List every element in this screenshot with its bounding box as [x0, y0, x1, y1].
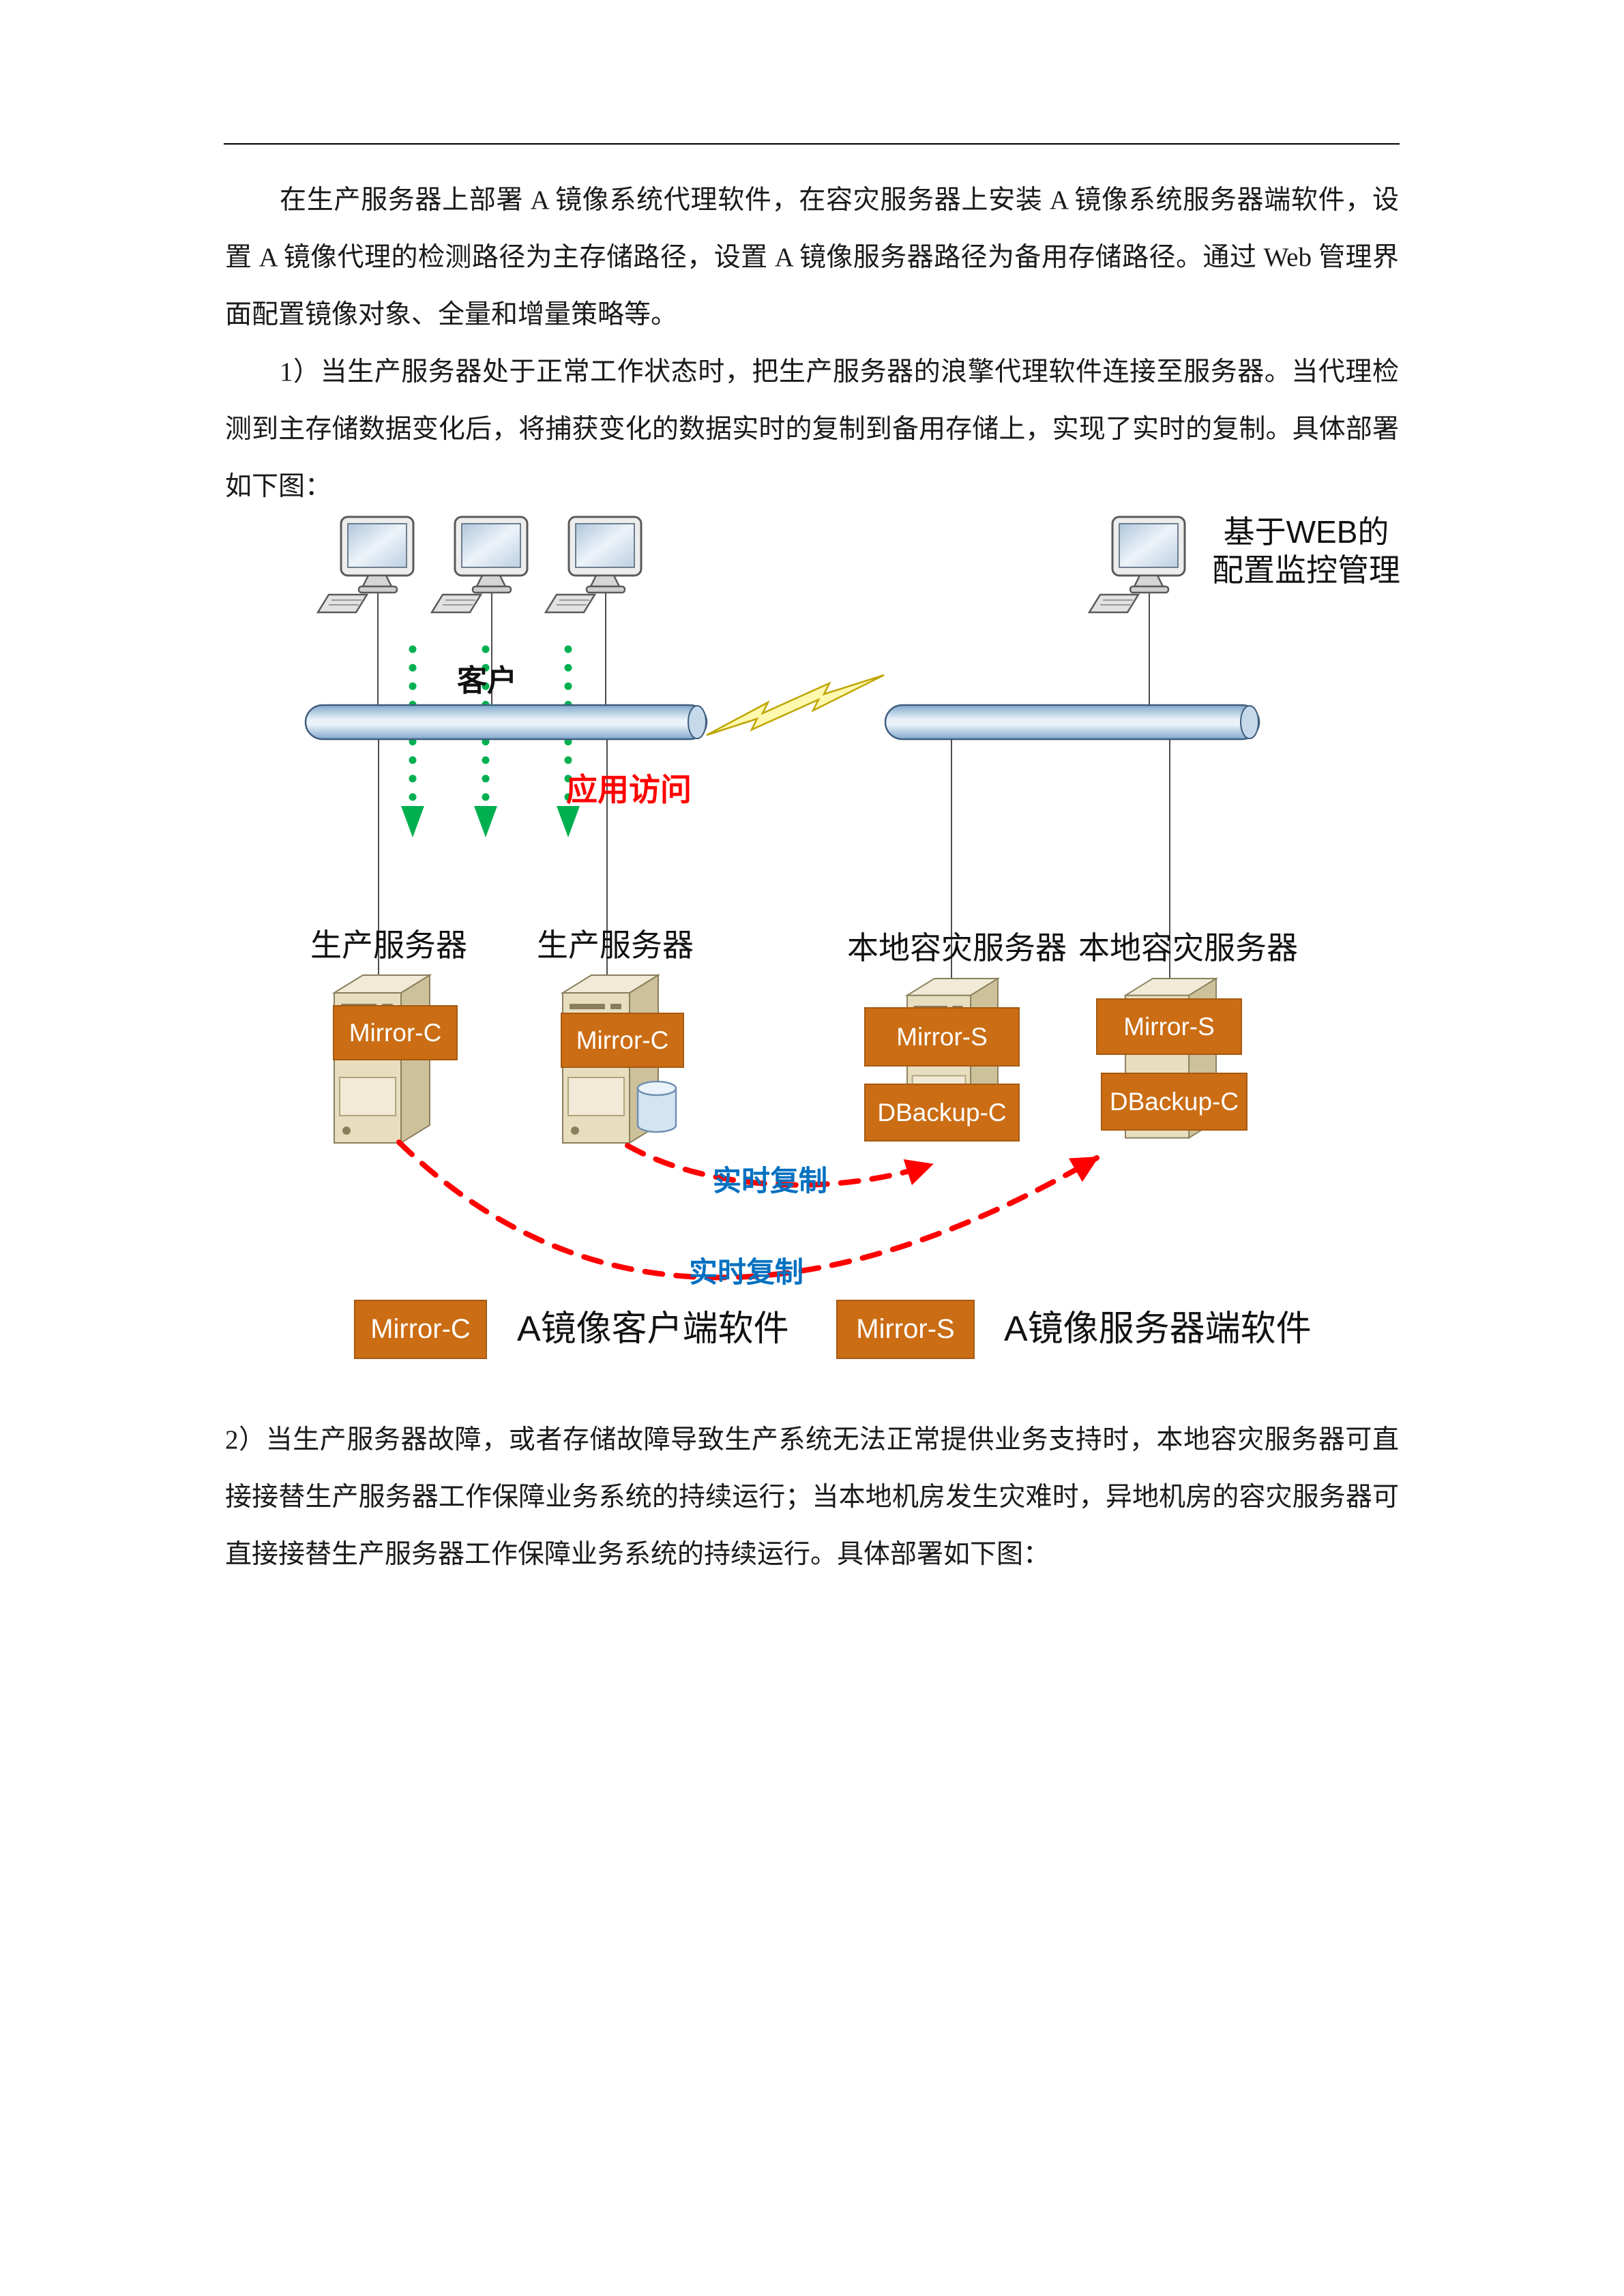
app-access-arrow-3: [557, 645, 580, 837]
client-pc-icon-1: [316, 516, 415, 614]
dr-server-label-2: 本地容灾服务器: [1078, 930, 1298, 966]
realtime-copy-label-2: 实时复制: [689, 1256, 804, 1288]
app-access-arrow-2: [474, 645, 497, 837]
body-paragraph-3: 2）当生产服务器故障，或者存储故障导致生产系统无法正常提供业务支持时，本地容灾服…: [225, 1425, 1399, 1569]
deployment-diagram-canvas: [304, 516, 1260, 1281]
header-rule: [224, 143, 1400, 145]
body-paragraph-1: 在生产服务器上部署 A 镜像系统代理软件，在容灾服务器上安装 A 镜像系统服务器…: [225, 185, 1399, 329]
web-management-label-line1: 基于WEB的: [1223, 514, 1389, 550]
mirror-s-box-1: Mirror-S: [864, 1007, 1020, 1067]
legend-mirror-s-box: Mirror-S: [836, 1300, 975, 1359]
web-management-pc-icon: [1088, 516, 1186, 614]
web-management-label-line2: 配置监控管理: [1212, 552, 1400, 588]
clients-label: 客户: [457, 664, 517, 698]
connector-lines: [377, 592, 1170, 985]
client-pc-icon-2: [430, 516, 529, 614]
replication-arrow-1: [625, 1143, 934, 1188]
database-cylinder-icon: [636, 1080, 677, 1133]
legend-server-desc: A镜像服务器端软件: [1004, 1309, 1312, 1349]
dbackup-c-box-1: DBackup-C: [864, 1084, 1020, 1142]
web-management-label: 基于WEB的 配置监控管理: [1194, 513, 1419, 589]
lightning-bolt-icon: [706, 674, 885, 736]
network-bus-left: [304, 704, 708, 741]
realtime-copy-label-1: 实时复制: [713, 1165, 828, 1197]
legend-mirror-c-box: Mirror-C: [354, 1300, 487, 1359]
replication-arrow-2: [396, 1139, 1099, 1281]
client-pc-icon-3: [544, 516, 643, 614]
page-content: 在生产服务器上部署 A 镜像系统代理软件，在容灾服务器上安装 A 镜像系统服务器…: [225, 172, 1400, 1583]
mirror-s-box-2: Mirror-S: [1096, 998, 1242, 1055]
legend-client-desc: A镜像客户端软件: [517, 1309, 789, 1349]
deployment-diagram: 客户 基于WEB的 配置监控管理 应用访问 生产服务器 生产服务器 本地容灾服务…: [225, 498, 1400, 1384]
dr-server-label-1: 本地容灾服务器: [847, 930, 1067, 966]
network-bus-right: [884, 704, 1260, 741]
prod-server-label-2: 生产服务器: [537, 927, 694, 963]
dbackup-c-box-2: DBackup-C: [1101, 1073, 1247, 1131]
app-access-label: 应用访问: [566, 772, 692, 807]
body-paragraph-2: 1）当生产服务器处于正常工作状态时，把生产服务器的浪擎代理软件连接至服务器。当代…: [225, 357, 1399, 501]
app-access-arrow-1: [401, 645, 424, 837]
mirror-c-box-2: Mirror-C: [561, 1013, 684, 1068]
prod-server-label-1: 生产服务器: [310, 927, 467, 963]
mirror-c-box-1: Mirror-C: [333, 1005, 458, 1060]
